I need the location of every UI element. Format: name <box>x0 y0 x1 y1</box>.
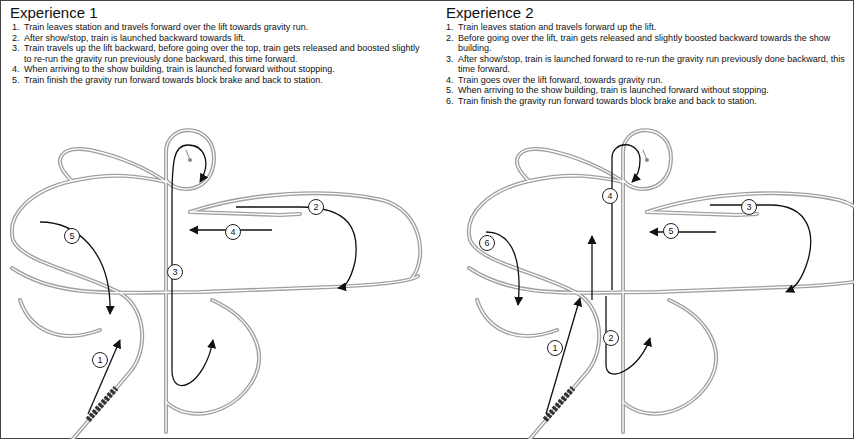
callout-number: 5 <box>64 228 80 244</box>
step-row: 6.Train finish the gravity run forward t… <box>446 96 854 107</box>
callout-number: 1 <box>547 340 563 356</box>
panel-heading: Experience 2 <box>446 4 534 21</box>
step-row: 3.Train travels up the lift backward, be… <box>12 43 422 64</box>
step-text: After show/stop, train is launched forwa… <box>458 54 854 75</box>
step-text: When arriving to the show building, trai… <box>458 85 854 96</box>
step-number: 6. <box>446 96 458 107</box>
step-number: 1. <box>446 22 458 33</box>
step-number: 3. <box>446 54 458 75</box>
step-list: 1.Train leaves station and travels forwa… <box>446 22 854 106</box>
step-number: 4. <box>12 64 24 75</box>
step-list: 1.Train leaves station and travels forwa… <box>12 22 422 85</box>
step-number: 5. <box>12 75 24 86</box>
step-text: Before going over the lift, train gets r… <box>458 33 854 54</box>
step-number: 2. <box>446 33 458 54</box>
step-text: After show/stop, train is launched backw… <box>24 33 422 44</box>
step-row: 5.Train finish the gravity run forward t… <box>12 75 422 86</box>
step-row: 4.When arriving to the show building, tr… <box>12 64 422 75</box>
step-text: Train finish the gravity run forward tow… <box>24 75 422 86</box>
callout-number: 2 <box>308 199 324 215</box>
callout-number: 3 <box>167 264 183 280</box>
step-number: 5. <box>446 85 458 96</box>
callout-number: 4 <box>225 224 241 240</box>
step-row: 3.After show/stop, train is launched for… <box>446 54 854 75</box>
step-number: 2. <box>12 33 24 44</box>
step-text: Train finish the gravity run forward tow… <box>458 96 854 107</box>
step-text: Train leaves station and travels forward… <box>24 22 422 33</box>
step-number: 1. <box>12 22 24 33</box>
callout-number: 3 <box>741 199 757 215</box>
step-row: 1.Train leaves station and travels forwa… <box>446 22 854 33</box>
step-row: 2.After show/stop, train is launched bac… <box>12 33 422 44</box>
panel-heading: Experience 1 <box>10 4 98 21</box>
step-text: When arriving to the show building, trai… <box>24 64 422 75</box>
step-row: 1.Train leaves station and travels forwa… <box>12 22 422 33</box>
step-row: 4.Train goes over the lift forward, towa… <box>446 75 854 86</box>
step-row: 2.Before going over the lift, train gets… <box>446 33 854 54</box>
callout-number: 4 <box>602 188 618 204</box>
step-number: 4. <box>446 75 458 86</box>
step-text: Train leaves station and travels forward… <box>458 22 854 33</box>
callout-number: 1 <box>92 352 108 368</box>
step-number: 3. <box>12 43 24 64</box>
callout-number: 2 <box>603 330 619 346</box>
callout-number: 5 <box>663 223 679 239</box>
step-text: Train travels up the lift backward, befo… <box>24 43 422 64</box>
step-row: 5.When arriving to the show building, tr… <box>446 85 854 96</box>
step-text: Train goes over the lift forward, toward… <box>458 75 854 86</box>
callout-number: 6 <box>479 235 495 251</box>
